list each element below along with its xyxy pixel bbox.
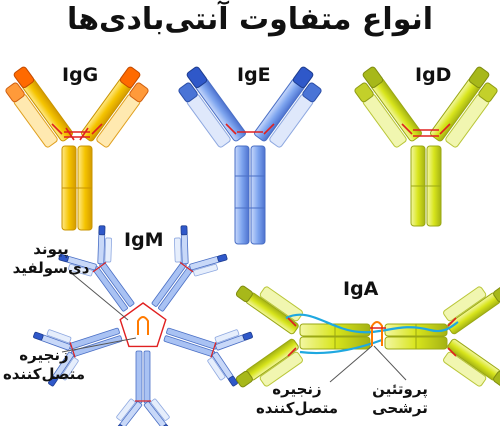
igm-monomer bbox=[33, 327, 123, 387]
igm-monomer bbox=[58, 225, 135, 312]
igm-monomer bbox=[114, 350, 172, 426]
iga-label: IgA bbox=[343, 278, 379, 300]
igg-label: IgG bbox=[62, 64, 99, 86]
igg-antibody bbox=[5, 66, 149, 231]
ige-antibody bbox=[178, 66, 322, 245]
callout-leaders bbox=[61, 271, 407, 383]
igm-monomer bbox=[151, 225, 228, 312]
igm-pentamer bbox=[33, 225, 253, 426]
igm-monomer bbox=[163, 327, 253, 387]
ige-disulfide-bonds bbox=[225, 123, 275, 135]
iga-dimer bbox=[235, 285, 500, 388]
ige-label: IgE bbox=[237, 64, 271, 86]
iga-j-chain-callout: زنجیره متصل‌کننده bbox=[255, 380, 339, 417]
iga-secretory-component bbox=[285, 313, 459, 355]
igd-label: IgD bbox=[415, 64, 452, 86]
igg-disulfide-bonds bbox=[51, 123, 103, 141]
disulfide-bond-callout: پیوند دی‌سولفید bbox=[12, 240, 90, 277]
igm-j-chain-callout: زنجیره متصل‌کننده bbox=[2, 346, 86, 383]
igd-antibody bbox=[354, 66, 498, 227]
igm-label: IgM bbox=[124, 229, 164, 251]
iga-j-chain bbox=[371, 321, 383, 346]
page-title: انواع متفاوت آنتی‌بادی‌ها bbox=[66, 2, 434, 37]
igd-disulfide-bonds bbox=[401, 123, 451, 137]
secretory-protein-callout: پروتئین ترشحی bbox=[372, 380, 428, 417]
igm-j-chain bbox=[137, 316, 149, 335]
